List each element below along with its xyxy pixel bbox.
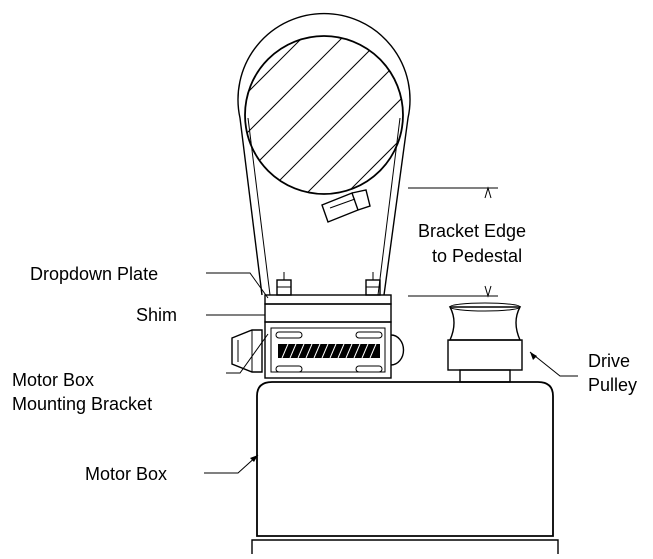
label-shim: Shim bbox=[136, 305, 177, 325]
left-bolt bbox=[276, 272, 292, 296]
label-bracket-edge-line1: Bracket Edge bbox=[418, 221, 526, 241]
drive-pulley bbox=[447, 302, 523, 383]
pedestal-pipe bbox=[244, 35, 404, 195]
motor-box bbox=[251, 381, 559, 554]
labels: Bracket Edge to Pedestal Dropdown Plate … bbox=[12, 221, 637, 484]
clamp-screw-housing bbox=[321, 189, 371, 223]
right-bolt bbox=[365, 272, 381, 296]
label-drive-pulley-line1: Drive bbox=[588, 351, 630, 371]
shim bbox=[264, 303, 392, 323]
threaded-rod bbox=[278, 344, 380, 358]
label-motor-box: Motor Box bbox=[85, 464, 167, 484]
dimension-bracket-edge bbox=[408, 186, 498, 298]
adjustment-knob bbox=[231, 329, 263, 373]
label-bracket-edge-line2: to Pedestal bbox=[432, 246, 522, 266]
label-motor-box-mounting-line2: Mounting Bracket bbox=[12, 394, 152, 414]
label-dropdown-plate: Dropdown Plate bbox=[30, 264, 158, 284]
label-drive-pulley-line2: Pulley bbox=[588, 375, 637, 395]
label-motor-box-mounting-line1: Motor Box bbox=[12, 370, 94, 390]
leader-lines bbox=[204, 272, 578, 474]
motor-box-mounting-bracket bbox=[231, 321, 405, 379]
clamp-band bbox=[237, 12, 411, 296]
dropdown-plate bbox=[264, 272, 392, 305]
